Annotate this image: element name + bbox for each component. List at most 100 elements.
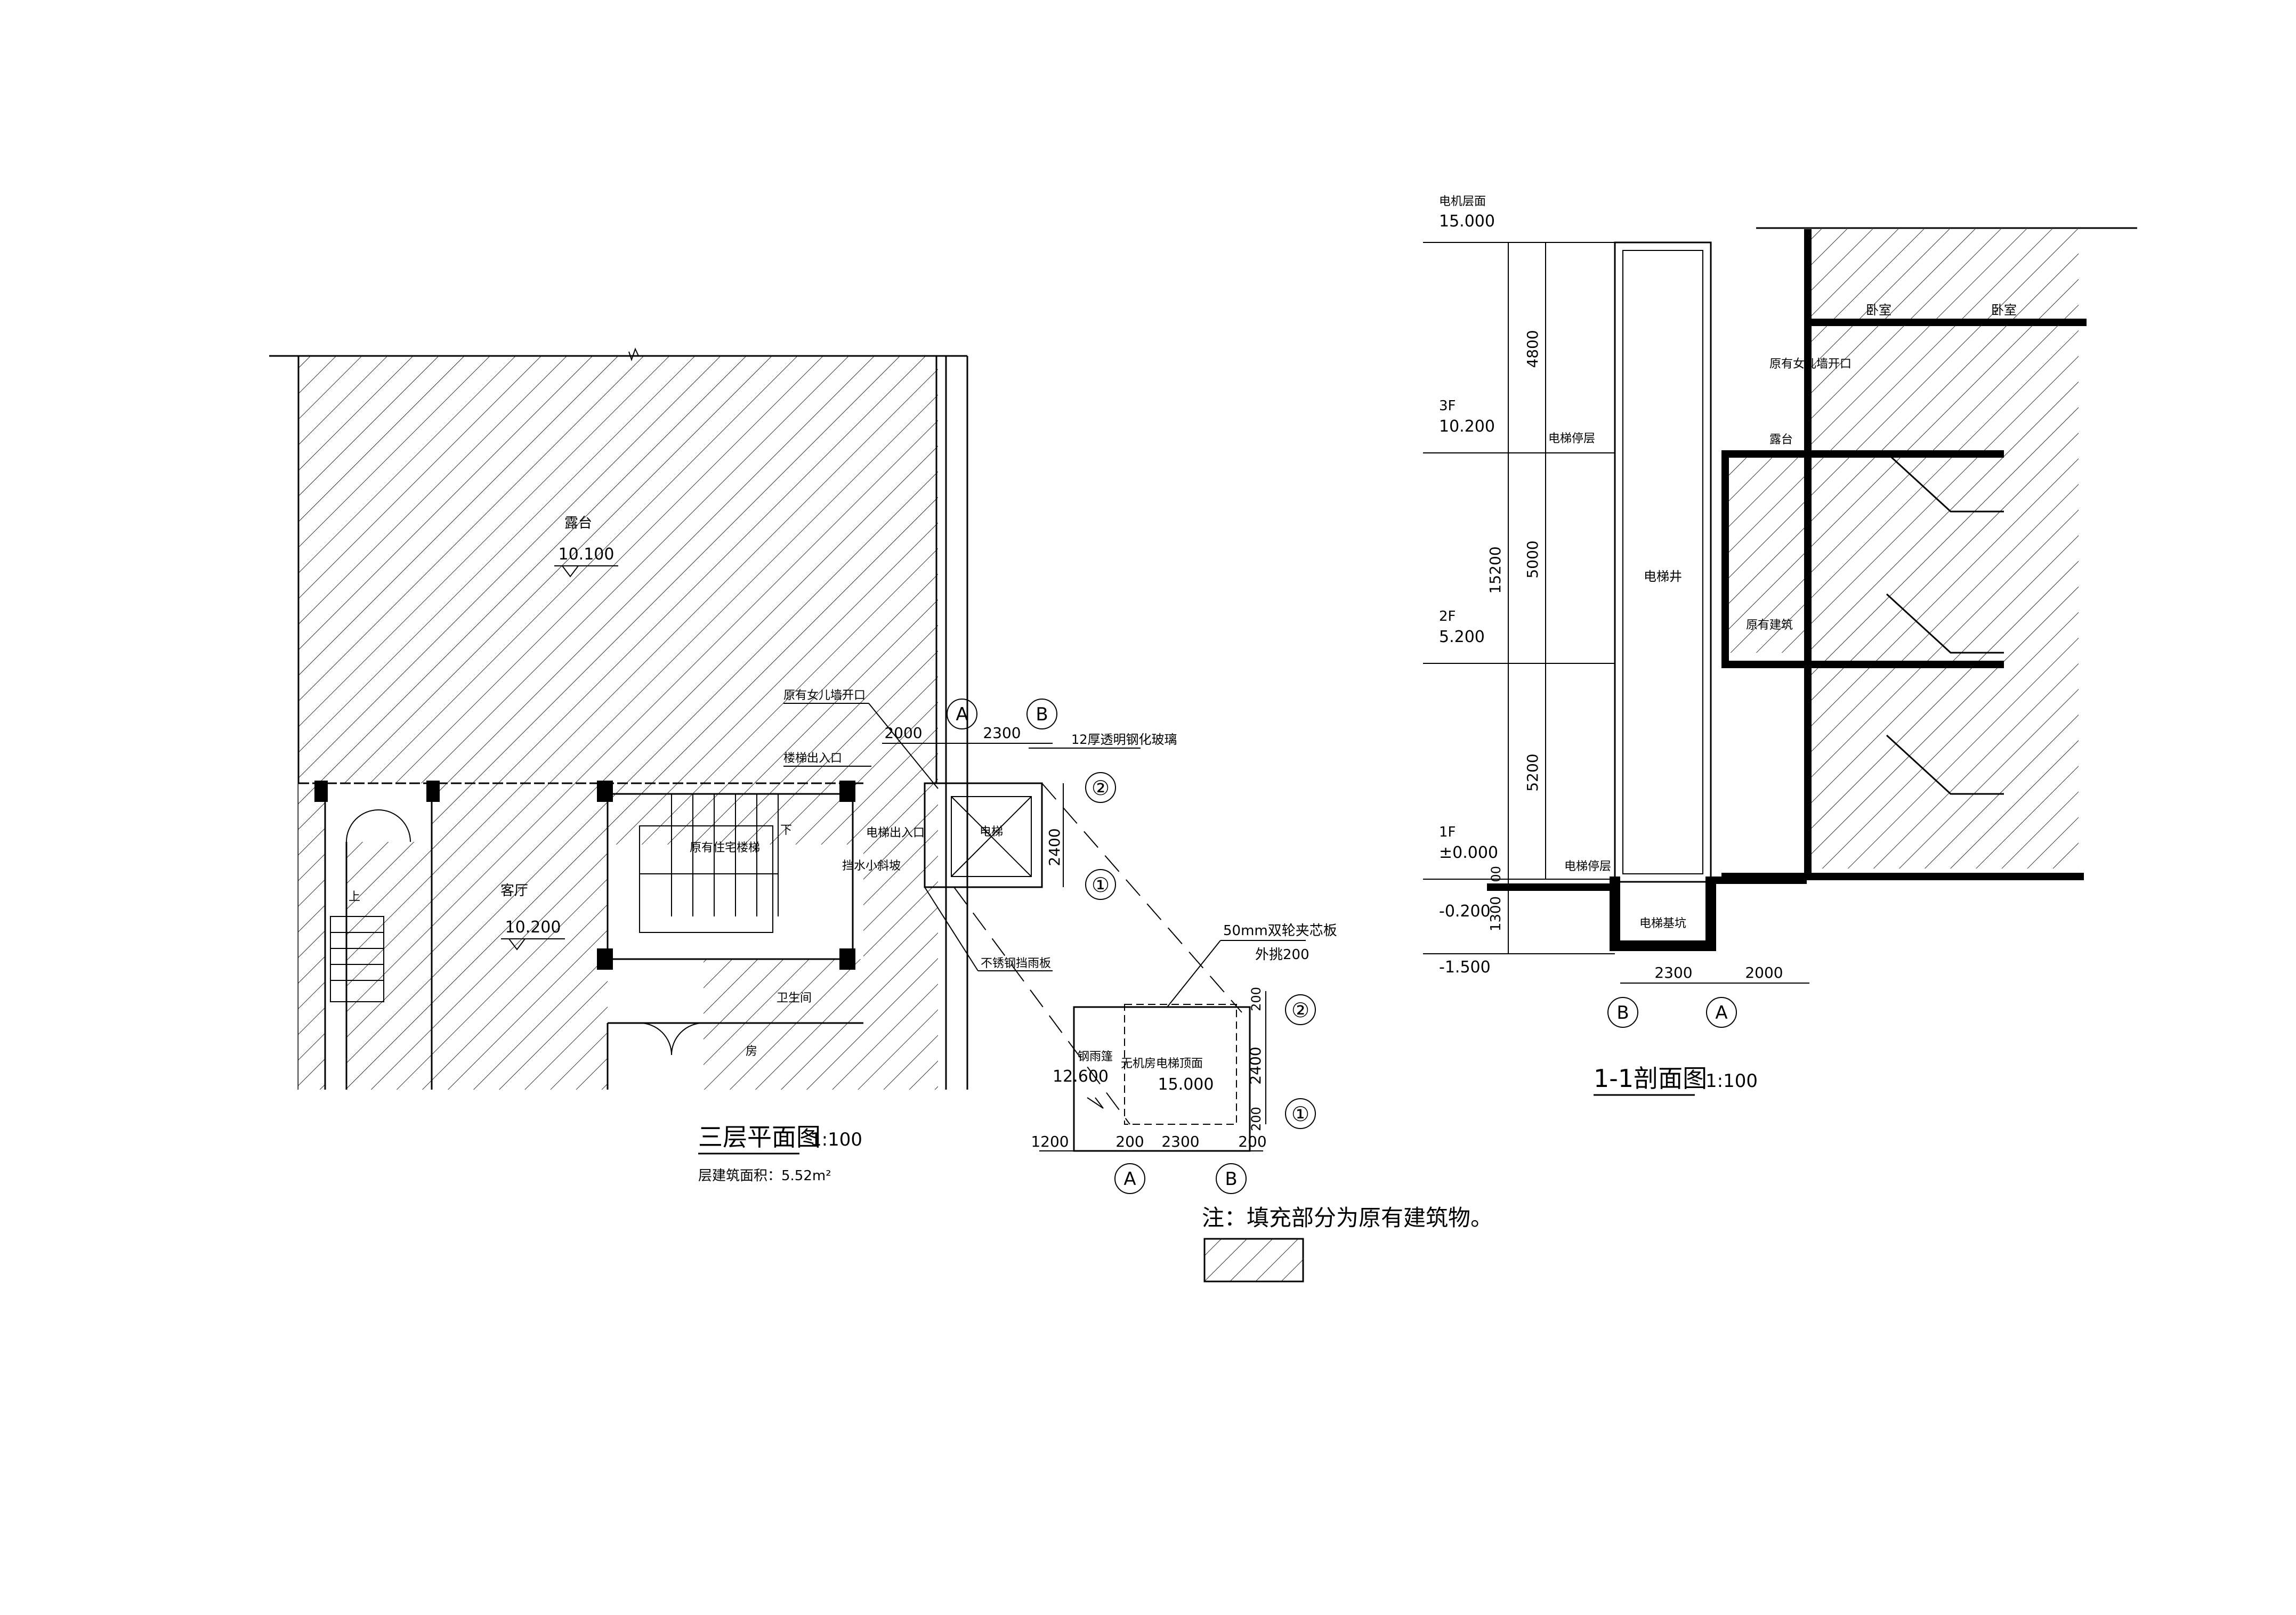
stop-label-3f: 电梯停层 <box>1548 432 1595 445</box>
shaft-label: 电梯井 <box>1644 569 1682 584</box>
section-dim-4800: 4800 <box>1524 330 1541 368</box>
existing-building-label: 原有建筑 <box>1746 619 1793 632</box>
leader <box>1167 940 1221 1008</box>
axis-a-bubble <box>947 699 977 729</box>
roof-dim-200: 200 <box>1115 1133 1144 1150</box>
axis-a-label: A <box>956 704 968 725</box>
stop-label-1f: 电梯停层 <box>1564 860 1611 873</box>
plan-right-hatch <box>863 783 938 1090</box>
stair-outline <box>639 825 773 933</box>
plan-stair <box>639 794 779 933</box>
plan-left-room-hatch <box>346 842 432 1090</box>
legend-note: 注：填充部分为原有建筑物。 <box>1202 1205 1493 1283</box>
down-label: 下 <box>780 824 792 837</box>
elev-triangle <box>508 938 526 951</box>
section-dim-2300: 2300 <box>1654 964 1692 981</box>
section-dim-5000: 5000 <box>1524 540 1541 578</box>
callout-canopy: 不锈钢挡雨板 <box>981 957 1051 970</box>
roof-dim-2300: 2300 <box>1161 1133 1199 1150</box>
section-dim-15200: 15200 <box>1486 546 1504 594</box>
section-title: 1-1剖面图 <box>1594 1064 1707 1093</box>
machine-room-outline <box>1124 1004 1237 1125</box>
plan-left-stair <box>330 916 384 1002</box>
axis-b-bubble <box>1216 1163 1247 1194</box>
roof-dim-200: 200 <box>1238 1133 1266 1150</box>
section-dim-200: 200 <box>1489 866 1503 890</box>
axis-a-bubble <box>1114 1163 1145 1194</box>
roof-level-elevation: 15.000 <box>1439 212 1495 231</box>
f2-label: 2F <box>1439 608 1456 624</box>
callout-parapet: 原有女儿墙开口 <box>783 689 866 702</box>
axis-2-bubble <box>1285 994 1316 1025</box>
plan-door-swing <box>346 809 411 842</box>
machine-room-label: 无机房电梯顶面 <box>1121 1057 1203 1070</box>
terrace-label: 露台 <box>564 515 592 531</box>
axis-b-bubble <box>1026 699 1057 729</box>
axis-1-bubble <box>1085 869 1116 900</box>
plan-elevator-car <box>951 796 1032 877</box>
axis-2-bubble <box>1085 772 1116 803</box>
section-slab <box>1804 319 2087 326</box>
section-existing-lower-hatch <box>1727 456 1807 653</box>
section-dim-2000: 2000 <box>1745 964 1783 981</box>
section-ground-left <box>1487 883 1615 891</box>
f1-label: 1F <box>1439 824 1456 840</box>
note-text: 注：填充部分为原有建筑物。 <box>1202 1205 1493 1231</box>
f3-label: 3F <box>1439 398 1456 414</box>
leader <box>924 887 979 971</box>
roof-callout-2: 外挑200 <box>1255 947 1309 963</box>
plan-scale: 1:100 <box>810 1129 862 1150</box>
stair-label: 原有住宅楼梯 <box>690 841 760 855</box>
section-wall <box>1804 229 1812 879</box>
axis-1-label: ① <box>1092 873 1110 897</box>
section-scale: 1:100 <box>1705 1070 1758 1092</box>
section-wall <box>1721 453 1729 666</box>
callout-elevator-exit: 电梯出入口 <box>866 826 925 840</box>
section-pit-floor <box>1610 940 1716 951</box>
axis-a-bubble <box>1706 997 1737 1028</box>
section-terrace-label: 露台 <box>1769 433 1793 447</box>
legend-hatch-swatch <box>1204 1239 1303 1281</box>
elevator-label: 电梯 <box>980 825 1003 839</box>
axis-1-bubble <box>1285 1098 1316 1129</box>
roof-dim-200: 200 <box>1249 1107 1264 1131</box>
pit-label: 电梯基坑 <box>1639 917 1686 930</box>
axis-b-label: B <box>1616 1002 1629 1024</box>
section-parapet-label: 原有女儿墙开口 <box>1769 358 1852 371</box>
axis-2-label: ② <box>1291 999 1309 1022</box>
axis-2-label: ② <box>1092 776 1110 800</box>
minus-200-elevation: -0.200 <box>1439 902 1491 921</box>
plan-column <box>426 781 440 802</box>
f2-elevation: 5.200 <box>1439 628 1485 646</box>
section-slab <box>1721 661 2004 668</box>
machine-room-elevation: 15.000 <box>1158 1075 1214 1094</box>
plan-projection-line <box>1041 783 1242 1013</box>
roof-dim-1200: 1200 <box>1031 1133 1069 1150</box>
plan-elevator-enclosure <box>924 782 1043 888</box>
plan-column <box>597 781 613 802</box>
plan-dim-2400: 2400 <box>1046 828 1063 866</box>
section-stair-flight <box>1886 593 2004 654</box>
plan-area-note: 层建筑面积：5.52m² <box>698 1168 831 1184</box>
toilet-label: 卫生间 <box>777 992 812 1005</box>
axis-b-label: B <box>1036 704 1048 725</box>
section-stair-flight <box>1886 734 2004 795</box>
axis-b-label: B <box>1225 1168 1237 1190</box>
section-dim-5200: 5200 <box>1524 753 1541 791</box>
section-pit-wall <box>1610 877 1620 948</box>
minus-1500-elevation: -1.500 <box>1439 958 1491 977</box>
elev-triangle <box>562 565 579 578</box>
left-stair-outline <box>330 916 384 1002</box>
rain-cover-label: 钢雨篷 <box>1078 1050 1113 1064</box>
callout-ramp: 挡水小斜坡 <box>842 859 901 873</box>
roof-callout: 50mm双轮夹芯板 <box>1223 923 1337 939</box>
callout-glass: 12厚透明钢化玻璃 <box>1071 732 1177 747</box>
leader <box>868 703 939 789</box>
f1-elevation: ±0.000 <box>1439 843 1498 862</box>
plan-room-hatch <box>704 959 863 1090</box>
section-slab <box>1721 450 2004 458</box>
axis-a-label: A <box>1715 1002 1727 1024</box>
section-view: 电机层面 15.000 3F 10.200 2F 5.200 1F ±0.000… <box>1423 195 2137 1096</box>
section-ground-right <box>1716 877 1807 884</box>
section-dim-1300: 1300 <box>1488 896 1504 931</box>
